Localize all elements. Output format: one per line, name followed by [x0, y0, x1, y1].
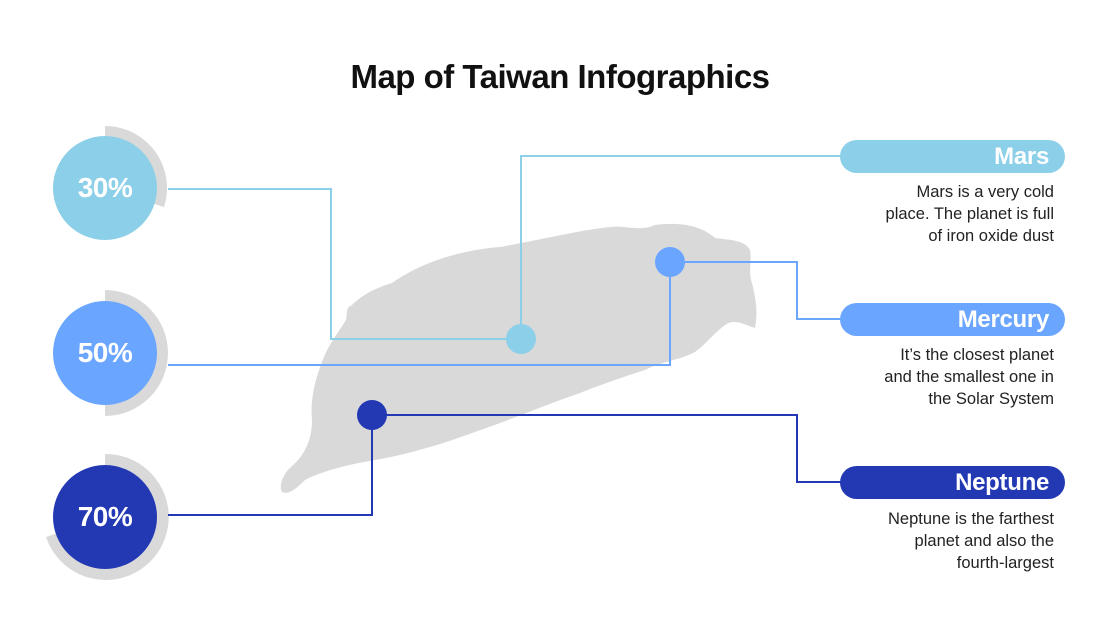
description-line: Mars is a very cold: [916, 183, 1054, 201]
description-line: and the smallest one in: [884, 368, 1054, 386]
description-line: Neptune is the farthest: [887, 510, 1054, 528]
connector-50-to-mercury-point: [168, 262, 671, 366]
description-line: place. The planet is full: [885, 205, 1054, 223]
stat-label-30: 30%: [77, 172, 133, 203]
connector-30-to-mars-point: [168, 188, 521, 340]
stat-label-50: 50%: [77, 337, 133, 368]
stat-circle-30: [53, 136, 157, 240]
planet-pill-mercury: Mercury: [840, 303, 1065, 336]
planet-description-neptune: Neptune is the farthest planet and also …: [814, 508, 1054, 574]
description-line: fourth-largest: [956, 554, 1054, 572]
connector-mercury-point-to-label: [670, 261, 845, 320]
map-point-mars: [506, 324, 536, 354]
planet-description-mars: Mars is a very cold place. The planet is…: [814, 181, 1054, 247]
description-line: It’s the closest planet: [900, 346, 1054, 364]
page-title: Map of Taiwan Infographics: [350, 58, 770, 95]
taiwan-map-icon: [280, 223, 757, 493]
stat-circle-50: [53, 301, 157, 405]
map-point-neptune: [357, 400, 387, 430]
planet-pill-neptune: Neptune: [840, 466, 1065, 499]
description-line: planet and also the: [914, 532, 1054, 550]
description-line: of iron oxide dust: [928, 227, 1054, 245]
description-line: the Solar System: [928, 390, 1054, 408]
stat-circle-70: [53, 465, 157, 569]
connector-mars-point-to-label: [520, 155, 845, 339]
planet-description-mercury: It’s the closest planet and the smallest…: [814, 344, 1054, 410]
planet-pill-mars: Mars: [840, 140, 1065, 173]
connector-70-to-neptune-point: [168, 415, 373, 516]
map-point-mercury: [655, 247, 685, 277]
stat-label-70: 70%: [77, 501, 133, 532]
connector-neptune-point-to-label: [372, 414, 845, 483]
